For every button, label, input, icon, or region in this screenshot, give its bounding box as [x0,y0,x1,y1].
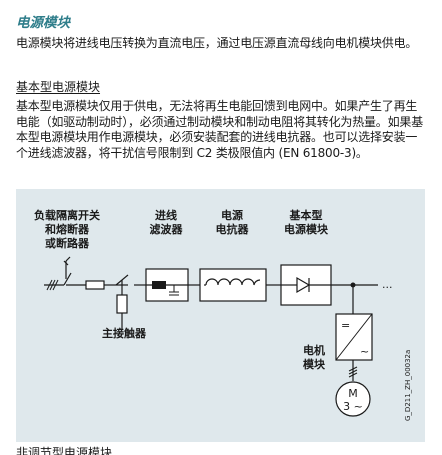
motor-module-ac-symbol: ~ [360,345,369,358]
label-basic-module-2: 电源模块 [284,222,329,236]
label-isolator-1: 负载隔离开关 [34,208,100,222]
next-heading-partial: 非调节型电源模块 [16,446,113,455]
isolator-switch-icon [63,256,72,286]
motor-icon: M 3 ~ [335,381,371,417]
subheading: 基本型电源模块 [16,80,101,94]
label-filter-1: 进线 [155,208,177,222]
contactor-switch-icon [115,274,129,329]
continuation-dots: ... [382,278,393,291]
circuit-diagram: 负载隔离开关 和熔断器 或断路器 进线 滤波器 电源 电抗器 基本型 电源模块 … [16,189,425,442]
three-phase-marks [46,279,59,291]
motor-module-icon: = ~ [335,313,373,361]
motor-phase: 3 ~ [343,400,363,413]
figure-code: G_D211_ZH_00032a [404,350,412,421]
circuit-diagram-svg: 负载隔离开关 和熔断器 或断路器 进线 滤波器 电源 电抗器 基本型 电源模块 … [34,208,412,421]
motor-phase-marks [348,366,358,378]
basic-line-module-icon [280,264,332,306]
motor-letter: M [348,387,358,400]
label-reactor-2: 电抗器 [216,222,250,236]
label-contactor: 主接触器 [102,326,147,340]
intro-paragraph: 电源模块将进线电压转换为直流电压，通过电压源直流母线向电机模块供电。 [16,36,418,50]
label-isolator-3: 或断路器 [45,236,90,250]
label-basic-module-1: 基本型 [289,208,323,222]
label-filter-2: 滤波器 [150,222,184,236]
label-motor-module-2: 模块 [303,357,326,371]
label-isolator-2: 和熔断器 [45,222,90,236]
body-paragraph: 基本型电源模块仅用于供电，无法将再生电能回馈到电网中。如果产生了再生电能（如驱动… [16,99,424,160]
section-title: 电源模块 [16,15,70,31]
line-filter-icon [145,268,189,302]
motor-module-dc-symbol: = [341,319,350,332]
line-reactor-icon [199,268,267,302]
fuse-icon [85,280,105,290]
label-reactor-1: 电源 [221,208,243,222]
label-motor-module-1: 电机 [303,343,325,357]
